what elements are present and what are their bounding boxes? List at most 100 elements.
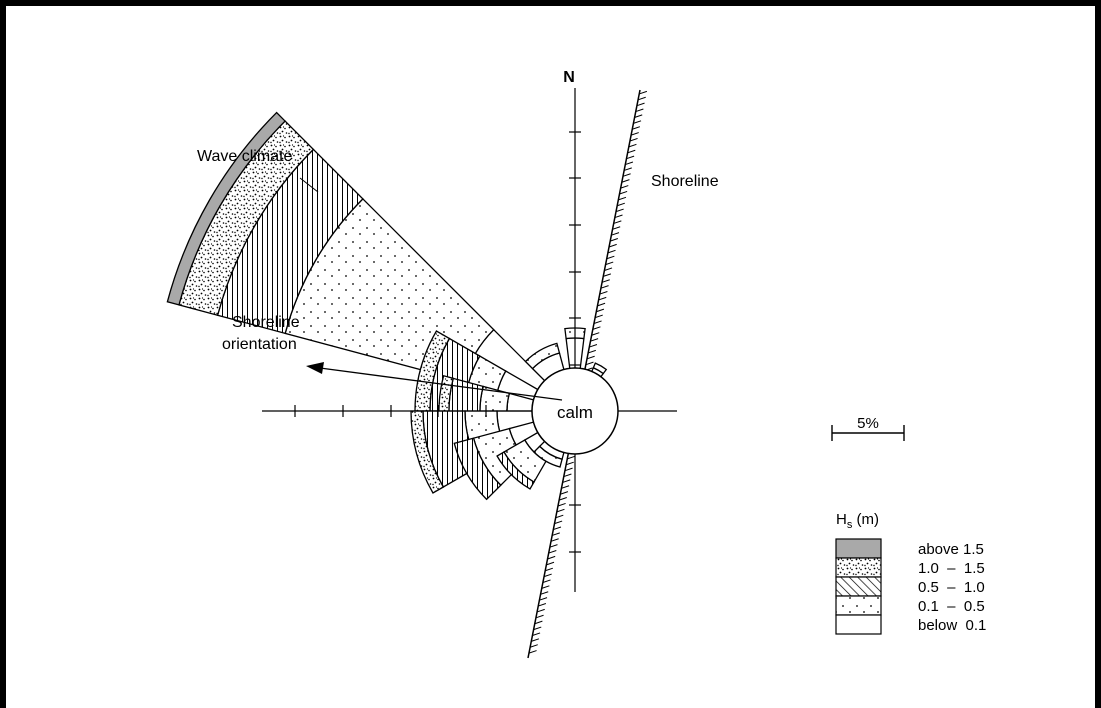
shoreline-hatch: [598, 296, 607, 301]
shoreline-hatch: [562, 479, 571, 483]
shoreline-hatch: [563, 473, 572, 478]
legend-swatch-above-1-5: [835, 538, 882, 559]
shoreline-hatch: [596, 308, 605, 313]
shoreline-hatch: [637, 96, 646, 101]
shoreline-hatch: [605, 261, 614, 266]
shoreline-hatch: [622, 173, 631, 177]
shoreline-hatch: [625, 161, 634, 166]
legend-label-2: 0.5 – 1.0: [918, 579, 985, 596]
scale-bar: [831, 425, 905, 441]
shoreline-hatch: [633, 120, 642, 124]
legend-label-3: 0.1 – 0.5: [918, 598, 985, 615]
shoreline-hatch: [546, 561, 555, 566]
shoreline-hatch: [548, 550, 557, 554]
shoreline-hatch: [604, 267, 613, 271]
compass-axes: [262, 88, 677, 592]
shoreline-hatch: [532, 632, 541, 636]
shoreline-hatch: [589, 344, 598, 348]
shoreline-hatch: [601, 279, 610, 283]
wave-rose-band-9-1: [533, 445, 563, 468]
shoreline-hatch: [618, 196, 627, 201]
shoreline-hatch: [558, 497, 567, 501]
shoreline-hatch: [615, 208, 624, 213]
shoreline-hatch: [607, 249, 616, 254]
shoreline-hatch: [611, 232, 620, 236]
south-ticks: [569, 504, 581, 553]
legend-swatch-0-1-0-5: [835, 595, 882, 616]
shoreline-hatch: [547, 555, 556, 560]
shoreline-hatch: [628, 143, 637, 148]
shoreline-label: Shoreline: [651, 173, 719, 190]
wave-climate-label: Wave climate: [197, 148, 293, 165]
shoreline-hatch: [620, 185, 629, 189]
shoreline-hatch: [630, 132, 639, 136]
shoreline-hatch: [639, 90, 648, 95]
shoreline-hatch: [626, 155, 635, 160]
legend-label-0: above 1.5: [918, 541, 984, 558]
shoreline-hatch: [542, 579, 551, 583]
shoreline-hatch: [564, 467, 573, 472]
legend-swatch-0-5-1-0: [835, 576, 882, 597]
wave-rose-petals: [166, 111, 608, 501]
shoreline-hatch: [606, 255, 615, 260]
shoreline-hatch: [540, 591, 549, 595]
shoreline-orientation-label-line1: Shoreline: [232, 314, 300, 331]
shoreline-hatch: [555, 514, 564, 519]
shoreline-hatch: [528, 650, 537, 654]
shoreline-hatch: [554, 520, 563, 525]
shoreline-hatch: [594, 314, 603, 319]
shoreline-hatch: [545, 567, 554, 572]
wave-rose-band-1-1: [592, 362, 608, 375]
shoreline-hatch: [610, 238, 619, 242]
shoreline-hatch: [557, 502, 566, 507]
scale-bar-label: 5%: [857, 415, 879, 432]
shoreline-hatch: [586, 355, 595, 360]
wave-rose-band-3-1: [524, 342, 561, 370]
shoreline-hatch: [560, 491, 569, 495]
shoreline-hatch: [550, 538, 559, 542]
shoreline-hatch: [585, 361, 594, 366]
shoreline-hatch: [621, 179, 630, 183]
shoreline-hatch: [567, 455, 576, 460]
north-label: N: [563, 69, 575, 86]
shoreline-hatch: [531, 638, 540, 642]
wave-rose-band-4-3: [414, 330, 451, 412]
shoreline-hatch: [623, 167, 632, 171]
wave-rose-band-2-4: [166, 111, 287, 306]
shoreline-hatch: [535, 614, 544, 619]
shoreline-hatch: [629, 137, 638, 142]
shoreline-hatch: [603, 273, 612, 277]
legend-title: Hs (m): [836, 511, 879, 531]
shoreline-hatch: [593, 320, 602, 324]
shoreline-hatch: [592, 326, 601, 330]
shoreline-hatch: [634, 114, 643, 118]
north-ticks: [569, 131, 581, 366]
shoreline-hatch: [591, 332, 600, 336]
shoreline-hatch: [612, 226, 621, 230]
shoreline-hatch: [619, 190, 628, 195]
legend-label-4: below 0.1: [918, 617, 986, 634]
calm-label: calm: [557, 403, 593, 422]
legend: Hs (m) above 1.5 1.0 – 1.5 0.5 – 1.0 0.1…: [835, 511, 986, 635]
shoreline-hatch: [614, 214, 623, 219]
west-ticks: [294, 405, 487, 417]
shoreline-hatch: [556, 508, 565, 513]
calm-circle: [531, 367, 619, 455]
shoreline-hatch: [552, 532, 560, 536]
shoreline-hatch: [590, 338, 599, 342]
shoreline-orientation-arrow: [306, 362, 563, 401]
shoreline-hatch: [533, 626, 542, 631]
shoreline-hatch: [536, 608, 545, 613]
legend-swatch-1-0-1-5: [835, 557, 882, 578]
shoreline-hatch: [627, 149, 636, 154]
shoreline-hatch: [561, 485, 570, 489]
shoreline-hatch: [587, 349, 596, 354]
shoreline-hatch: [597, 302, 606, 307]
shoreline-hatch: [608, 243, 617, 248]
shoreline-hatch: [549, 544, 558, 548]
shoreline-hatch: [529, 644, 538, 648]
shoreline-hatch: [617, 202, 625, 207]
legend-swatch-below-0-1: [835, 614, 882, 635]
